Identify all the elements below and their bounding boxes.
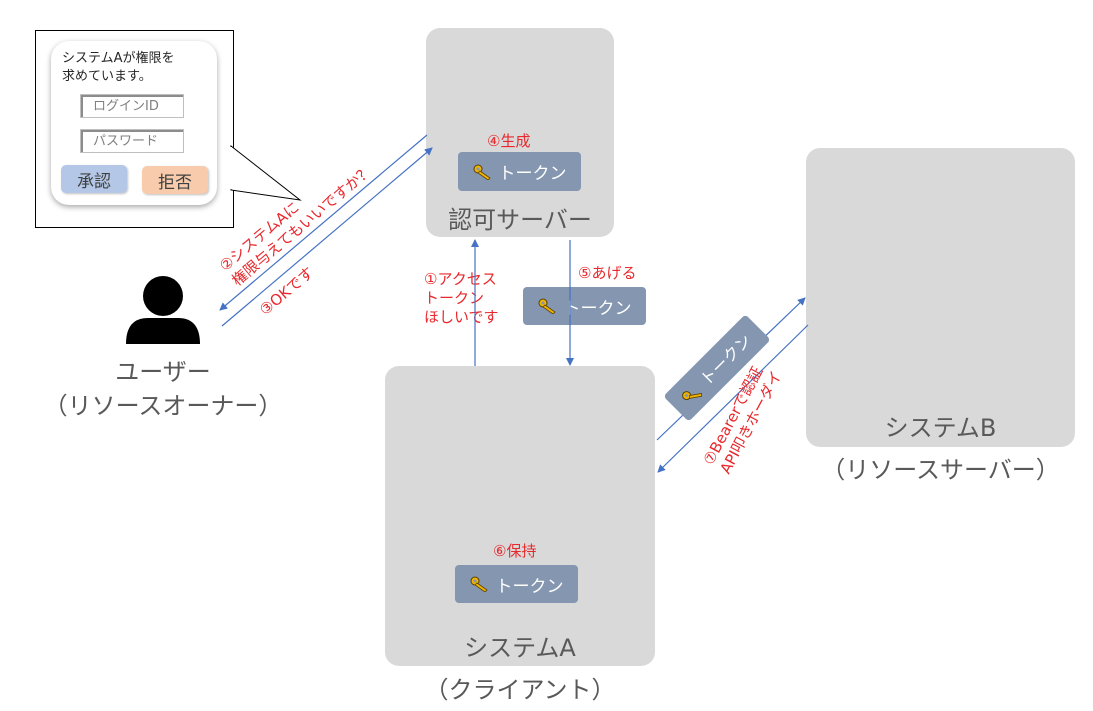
token-in-transit: トークン xyxy=(523,287,646,325)
token-auth-server: トークン xyxy=(458,152,581,191)
step5-label: ⑤あげる xyxy=(578,264,637,282)
key-icon xyxy=(538,298,556,314)
system-b-box xyxy=(806,148,1075,447)
consent-message: システムAが権限を 求めています。 xyxy=(62,50,175,86)
user-label: ユーザー xyxy=(115,358,211,386)
system-a-box xyxy=(385,366,655,666)
token-label: トークン xyxy=(495,576,564,597)
step1-label: ①アクセス トークン ほしいです xyxy=(424,270,499,327)
login-id-input[interactable]: ログインID xyxy=(80,94,184,118)
token-label: トークン xyxy=(498,164,567,184)
system-b-label: システムB xyxy=(884,414,997,442)
step1-line1: ①アクセス xyxy=(424,270,497,288)
step1-line2: トークン xyxy=(424,289,485,307)
consent-message-line1: システムAが権限を xyxy=(62,51,175,66)
arrow-step2 xyxy=(219,134,428,311)
step2-label: ②システムAに 権限与えてもいいですか？ xyxy=(216,162,376,290)
step6-label: ⑥保持 xyxy=(493,542,537,560)
key-icon xyxy=(470,576,488,592)
auth-server-box xyxy=(426,28,614,237)
system-b-sublabel: （リソースサーバー） xyxy=(821,456,1060,484)
token-system-a: トークン xyxy=(455,565,578,603)
consent-message-line2: 求めています。 xyxy=(62,69,152,84)
user-sublabel: （リソースオーナー） xyxy=(43,392,283,420)
key-icon xyxy=(473,164,491,180)
deny-button[interactable]: 拒否 xyxy=(142,166,208,194)
password-input[interactable]: パスワード xyxy=(80,129,184,153)
approve-button[interactable]: 承認 xyxy=(61,165,127,193)
token-tilted: トークン xyxy=(664,315,770,421)
auth-server-label: 認可サーバー xyxy=(448,206,592,234)
system-a-sublabel: （クライアント） xyxy=(424,676,616,704)
step1-line3: ほしいです xyxy=(424,308,499,326)
arrow-step3 xyxy=(221,147,433,327)
token-label: トークン xyxy=(563,298,632,319)
arrow-step7 xyxy=(657,324,809,473)
step4-label: ④生成 xyxy=(487,132,531,150)
system-a-label: システムA xyxy=(464,634,576,662)
